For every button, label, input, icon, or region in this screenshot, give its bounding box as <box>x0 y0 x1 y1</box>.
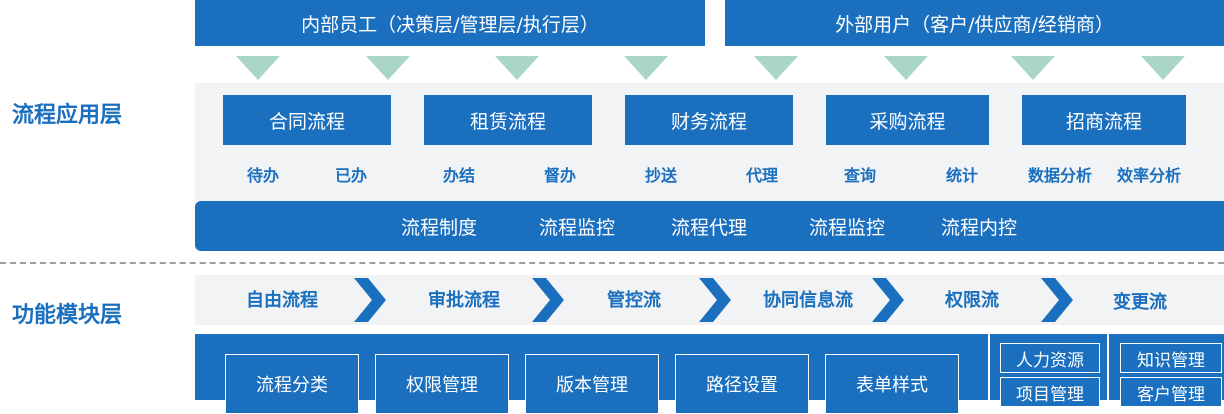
process-box: 招商流程 <box>1022 95 1186 145</box>
down-arrow-icon <box>366 56 410 80</box>
chevron-right-icon <box>354 278 386 322</box>
down-arrow-icon <box>884 56 928 80</box>
side-module-label: 人力资源 <box>1016 350 1084 371</box>
side-module-label: 项目管理 <box>1016 384 1084 405</box>
process-box-label: 合同流程 <box>268 110 345 133</box>
sub-label: 待办 <box>246 166 279 185</box>
sub-label: 效率分析 <box>1116 166 1181 185</box>
module-box-label: 表单样式 <box>856 375 928 396</box>
chevron-right-icon <box>1041 278 1073 322</box>
module-box: 权限管理 <box>375 354 509 414</box>
flow-step: 自由流程 <box>246 290 318 311</box>
side-module-label: 知识管理 <box>1137 350 1205 371</box>
module-box-label: 路径设置 <box>706 375 778 396</box>
internal-users-label: 内部员工（决策层/管理层/执行层） <box>301 13 599 36</box>
flow-step: 管控流 <box>607 290 661 311</box>
system-item: 流程监控 <box>809 216 886 239</box>
process-box-label: 采购流程 <box>869 110 946 133</box>
layer-label-process-app: 流程应用层 <box>12 103 123 128</box>
side-module-box: 人力资源 <box>1000 343 1100 373</box>
down-arrow-icon <box>236 56 280 80</box>
flow-step: 变更流 <box>1113 292 1167 313</box>
external-users-box: 外部用户（客户/供应商/经销商） <box>725 0 1224 46</box>
chevron-right-icon <box>699 278 731 322</box>
sub-label: 数据分析 <box>1027 166 1092 185</box>
flow-step: 审批流程 <box>428 290 500 311</box>
flow-step: 协同信息流 <box>763 290 853 311</box>
down-arrow-icon <box>624 56 668 80</box>
process-box-label: 租赁流程 <box>469 110 546 133</box>
external-users-label: 外部用户（客户/供应商/经销商） <box>835 13 1114 36</box>
flow-step: 权限流 <box>945 290 999 311</box>
down-arrow-icon <box>1141 56 1185 80</box>
side-module-box: 知识管理 <box>1120 343 1222 373</box>
side-module-label: 客户管理 <box>1137 384 1205 405</box>
side-module-box: 客户管理 <box>1120 377 1222 407</box>
layer-divider <box>0 262 1224 264</box>
module-box-label: 权限管理 <box>406 375 478 396</box>
process-system-bar: 流程制度 流程监控 流程代理 流程监控 流程内控 <box>195 201 1224 251</box>
system-item: 流程制度 <box>401 216 478 239</box>
module-box: 版本管理 <box>525 354 659 414</box>
down-arrow-icon <box>1011 56 1055 80</box>
sub-label: 代理 <box>745 166 778 185</box>
system-item: 流程监控 <box>539 216 616 239</box>
system-item: 流程内控 <box>941 216 1018 239</box>
internal-users-box: 内部员工（决策层/管理层/执行层） <box>195 0 705 46</box>
process-box: 采购流程 <box>826 95 989 145</box>
chevron-right-icon <box>872 278 904 322</box>
module-box-label: 版本管理 <box>556 375 628 396</box>
module-box-label: 流程分类 <box>256 375 328 396</box>
module-box: 表单样式 <box>825 354 959 414</box>
sub-label: 督办 <box>543 166 576 185</box>
chevron-right-icon <box>532 278 564 322</box>
side-module-box: 项目管理 <box>1000 377 1100 407</box>
sub-label: 已办 <box>334 166 367 185</box>
process-box: 合同流程 <box>223 95 391 145</box>
system-item: 流程代理 <box>671 216 748 239</box>
process-box: 租赁流程 <box>424 95 592 145</box>
process-box-label: 财务流程 <box>670 110 747 133</box>
layer-label-function-module: 功能模块层 <box>12 303 123 328</box>
down-arrow-icon <box>754 56 798 80</box>
process-box: 财务流程 <box>625 95 793 145</box>
module-box: 路径设置 <box>675 354 809 414</box>
sub-label: 统计 <box>945 166 978 185</box>
process-box-label: 招商流程 <box>1065 110 1142 133</box>
sub-label: 办结 <box>442 166 475 185</box>
down-arrow-icon <box>495 56 539 80</box>
sub-label: 查询 <box>843 166 876 185</box>
sub-label: 抄送 <box>644 166 677 185</box>
module-box: 流程分类 <box>225 354 359 414</box>
